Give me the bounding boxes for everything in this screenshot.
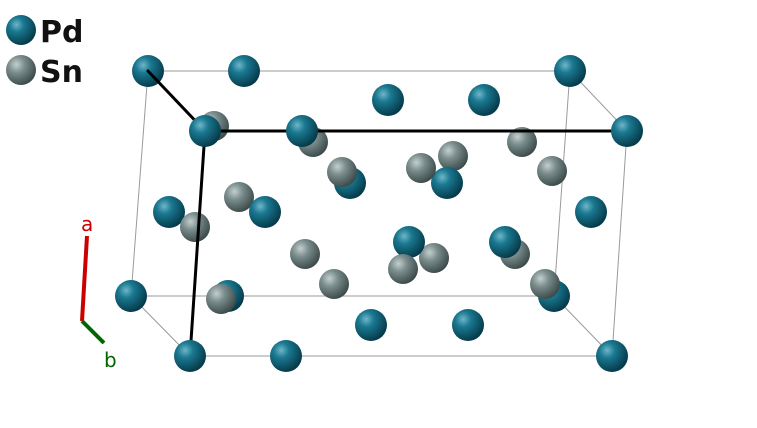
atoms bbox=[115, 55, 607, 341]
sn-atom bbox=[406, 153, 436, 183]
pd-atom bbox=[596, 340, 628, 372]
pd-atom bbox=[393, 226, 425, 258]
pd-atom bbox=[249, 196, 281, 228]
sn-atom bbox=[537, 156, 567, 186]
sn-atom bbox=[206, 284, 236, 314]
pd-atom bbox=[174, 340, 206, 372]
b-axis-label: b bbox=[104, 348, 117, 372]
b-axis bbox=[80, 319, 106, 345]
sn-legend-swatch bbox=[6, 55, 36, 85]
pd-atom bbox=[270, 340, 302, 372]
sn-atom bbox=[388, 254, 418, 284]
legend: Pd Sn bbox=[6, 15, 83, 90]
pd-atom bbox=[468, 84, 500, 116]
sn-atom bbox=[290, 239, 320, 269]
orientation-axes: a b bbox=[80, 212, 117, 372]
atoms-front bbox=[174, 115, 643, 372]
pd-atom bbox=[286, 115, 318, 147]
pd-atom bbox=[115, 280, 147, 312]
sn-atom bbox=[438, 141, 468, 171]
sn-atom bbox=[507, 127, 537, 157]
sn-legend-label: Sn bbox=[40, 55, 83, 90]
pd-atom bbox=[153, 196, 185, 228]
sn-atom bbox=[327, 157, 357, 187]
sn-atom bbox=[319, 269, 349, 299]
pd-atom bbox=[452, 309, 484, 341]
a-axis-label: a bbox=[81, 212, 93, 236]
pd-atom bbox=[575, 196, 607, 228]
sn-atom bbox=[224, 182, 254, 212]
a-axis bbox=[80, 235, 89, 322]
sn-atom bbox=[419, 243, 449, 273]
sn-atom bbox=[180, 212, 210, 242]
pd-atom bbox=[189, 115, 221, 147]
pd-atom bbox=[355, 309, 387, 341]
pd-atom bbox=[431, 167, 463, 199]
pd-atom bbox=[611, 115, 643, 147]
pd-atom bbox=[554, 55, 586, 87]
pd-legend-label: Pd bbox=[40, 15, 83, 50]
pd-atom bbox=[372, 84, 404, 116]
pd-atom bbox=[228, 55, 260, 87]
sn-atom bbox=[530, 269, 560, 299]
pd-legend-swatch bbox=[6, 15, 36, 45]
pd-atom bbox=[489, 226, 521, 258]
